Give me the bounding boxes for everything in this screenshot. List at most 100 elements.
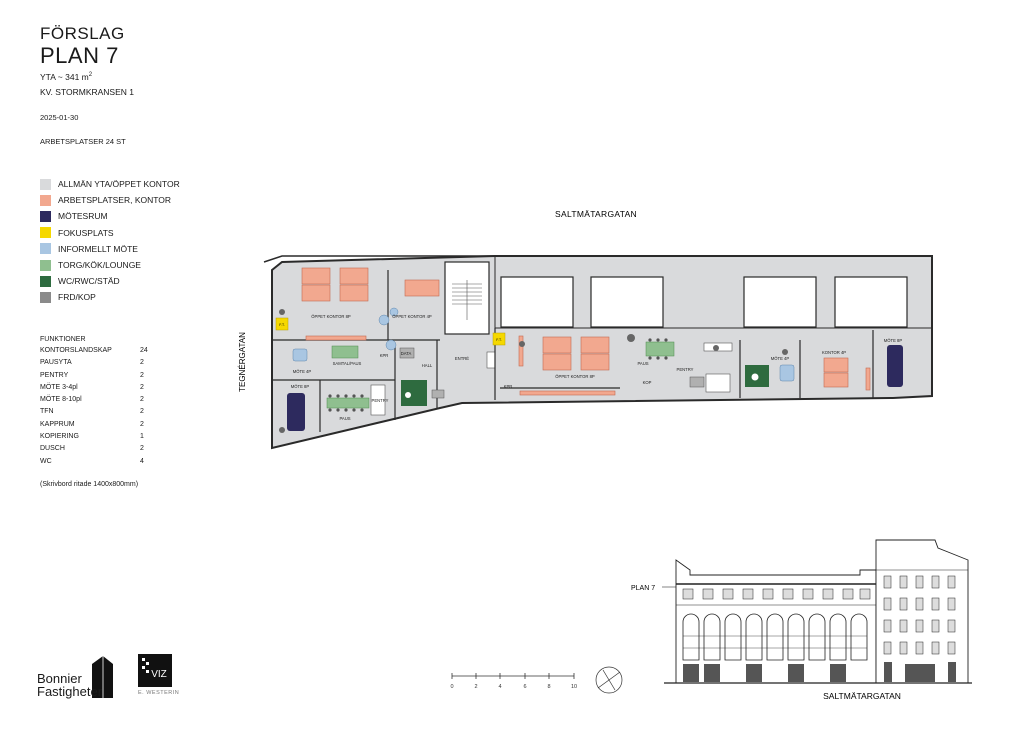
scale-tick: 8 (547, 684, 550, 690)
room-pentry-a: PENTRY (372, 398, 389, 403)
workplaces-text: ARBETSPLATSER 24 ST (40, 137, 126, 146)
scale-tick: 0 (450, 684, 453, 690)
function-count: 2 (140, 371, 144, 379)
room-paus-a: PAUS (339, 416, 350, 421)
area-text: YTA ~ 341 m2 (40, 72, 93, 82)
function-count: 2 (140, 383, 144, 391)
function-row: DUSCH 2 (40, 445, 160, 457)
function-row: KONTORSLANDSKAP 24 (40, 347, 160, 359)
room-mote4p-b: MÖTE 4P (771, 356, 790, 361)
focus-label-a: F.T. (279, 323, 285, 327)
legend-item: ALLMÄN YTA/ÖPPET KONTOR (40, 176, 230, 192)
bonnier-logo-icon (92, 656, 113, 698)
legend-label: WC/RWC/STÄD (58, 276, 120, 287)
room-mote8p-a: MÖTE 8P (291, 384, 310, 389)
property-text: KV. STORMKRANSEN 1 (40, 87, 135, 97)
elevation-street-label: SALTMÄTARGATAN (823, 691, 901, 701)
function-count: 2 (140, 420, 144, 428)
function-count: 1 (140, 433, 144, 441)
meeting-tables (287, 345, 903, 431)
legend-swatch (40, 194, 51, 206)
function-name: MÖTE 8-10pl (40, 396, 82, 404)
function-row: PAUSYTA 2 (40, 359, 160, 371)
functions-heading: FUNKTIONER (40, 336, 86, 343)
legend-label: FOKUSPLATS (58, 227, 114, 238)
scale-tick: 6 (523, 684, 526, 690)
plants (279, 309, 788, 433)
north-arrow-icon (595, 666, 623, 694)
chairs (328, 338, 668, 412)
facade-elevation: PLAN 7 (631, 539, 972, 701)
informal-meeting (292, 307, 795, 382)
legend-swatch (40, 259, 51, 271)
function-name: KONTORSLANDSKAP (40, 347, 112, 354)
scale-tick: 4 (498, 684, 501, 690)
legend-label: ARBETSPLATSER, KONTOR (58, 195, 172, 206)
room-paus-b: PAUS (637, 361, 648, 366)
room-kpr-a: KPR (380, 353, 389, 358)
legend-item: WC/RWC/STÄD (40, 273, 230, 289)
plan-kicker: FÖRSLAG (40, 24, 125, 43)
function-name: PAUSYTA (40, 359, 72, 367)
legend-item: ARBETSPLATSER, KONTOR (40, 192, 230, 208)
lightwells (444, 255, 933, 369)
function-count: 2 (140, 445, 144, 453)
room-data: DATA (401, 351, 412, 356)
street-north-label: SALTMÄTARGATAN (555, 209, 637, 219)
function-row: MÖTE 3-4pl 2 (40, 384, 160, 396)
frd-kop (399, 347, 705, 399)
legend-label: ALLMÄN YTA/ÖPPET KONTOR (58, 179, 180, 190)
function-name: KAPPRUM (40, 420, 75, 428)
architect-logo-icon: VIZ (138, 654, 172, 687)
room-oppet-8p-b: ÖPPET KONTOR 8P (555, 374, 595, 379)
function-count: 24 (140, 347, 148, 354)
brand-line1: Bonnier (37, 671, 82, 686)
function-name: DUSCH (40, 445, 65, 453)
room-hall: HALL (422, 363, 433, 368)
legend-swatch (40, 243, 51, 255)
legend-label: FRD/KOP (58, 292, 96, 303)
room-kontor4p: KONTOR 4P (822, 350, 846, 355)
legend-swatch (40, 291, 51, 303)
date-text: 2025-01-30 (40, 113, 79, 122)
elevation-plan-label: PLAN 7 (631, 585, 655, 592)
room-oppet-8p-a: ÖPPET KONTOR 8P (311, 314, 351, 319)
scale-tick: 10 (571, 684, 577, 690)
room-labels: ÖPPET KONTOR 8P ÖPPET KONTOR 4P SAMTAL/P… (291, 314, 903, 421)
architect-mark: VIZ (151, 669, 167, 680)
architect-sub: E. WESTERIN (138, 690, 180, 696)
legend-item: FRD/KOP (40, 289, 230, 305)
room-pentry-b: PENTRY (677, 367, 694, 372)
function-row: WC 4 (40, 458, 160, 470)
legend-item: TORG/KÖK/LOUNGE (40, 257, 230, 273)
legend-label: INFORMELLT MÖTE (58, 243, 138, 254)
function-row: KAPPRUM 2 (40, 421, 160, 433)
room-oppet-4p: ÖPPET KONTOR 4P (392, 314, 432, 319)
legend-swatch (40, 227, 51, 239)
focus-spots (275, 317, 506, 346)
function-count: 2 (140, 359, 144, 367)
function-name: TFN (40, 408, 54, 416)
legend-label: MÖTESRUM (58, 211, 108, 222)
room-mote8p-b: MÖTE 8P (884, 338, 903, 343)
room-kpr-b: KPR (504, 384, 513, 389)
function-count: 2 (140, 408, 144, 416)
scale-bar: 0 2 4 6 8 10 (450, 673, 577, 690)
legend-swatch (40, 275, 51, 287)
desk-group (301, 267, 871, 396)
desk-note: (Skrivbord ritade 1400x800mm) (40, 481, 139, 488)
function-name: WC (40, 457, 52, 465)
room-samtal: SAMTAL/PAUS (333, 361, 362, 366)
bonnier-brand: Bonnier Fastigheter (37, 672, 102, 698)
street-west-label: TEGNÉRGATAN (238, 332, 247, 392)
function-row: TFN 2 (40, 408, 160, 420)
function-count: 4 (140, 457, 144, 465)
legend-label: TORG/KÖK/LOUNGE (58, 260, 141, 271)
legend-item: FOKUSPLATS (40, 225, 230, 241)
function-name: MÖTE 3-4pl (40, 383, 78, 391)
lounge-tables (326, 341, 675, 409)
